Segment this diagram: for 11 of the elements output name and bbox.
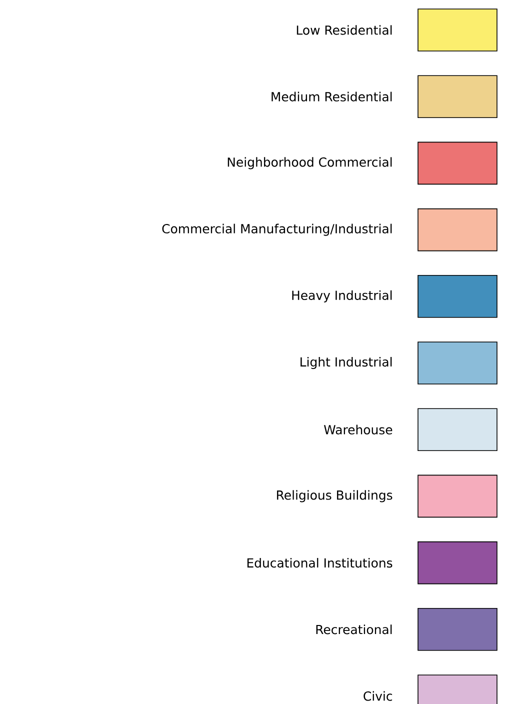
legend-label: Commercial Manufacturing/Industrial bbox=[162, 224, 392, 236]
legend-label: Recreational bbox=[316, 624, 392, 634]
legend-label: Warehouse bbox=[324, 424, 392, 434]
legend-label: Medium Residential bbox=[272, 92, 392, 102]
legend-label: Religious Buildings bbox=[277, 490, 392, 502]
legend-label: Educational Institutions bbox=[247, 558, 392, 568]
legend-label: Light Industrial bbox=[300, 356, 392, 370]
legend-label: Low Residential bbox=[296, 25, 392, 35]
legend-label: Neighborhood Commercial bbox=[228, 157, 392, 170]
legend-label: Civic bbox=[364, 691, 392, 701]
legend-label: Heavy Industrial bbox=[292, 290, 392, 302]
